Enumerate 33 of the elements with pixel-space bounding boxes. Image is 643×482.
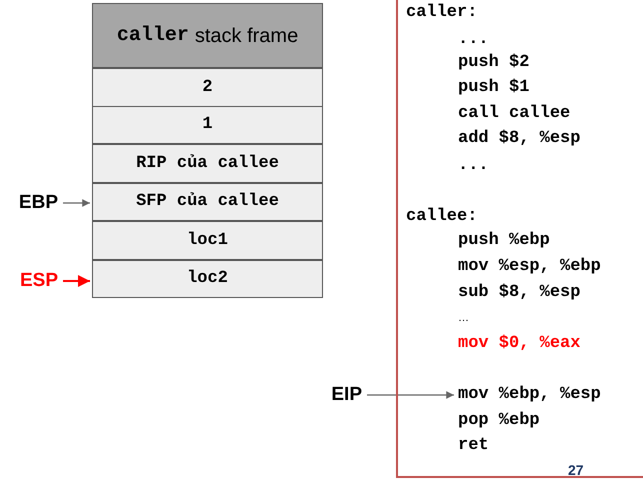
code-line: ret: [458, 434, 643, 458]
register-label: EIP: [322, 383, 362, 407]
code-label: callee:: [406, 205, 596, 229]
stack-slot: loc1: [92, 221, 323, 260]
arrow: [367, 391, 454, 399]
code-label: caller:: [406, 1, 596, 25]
stack-slot: 2: [92, 68, 323, 106]
stack-slot: SFP của callee: [92, 182, 323, 221]
stack-slot: RIP của callee: [92, 144, 323, 182]
stack-slot: loc2: [92, 260, 323, 298]
code-word: caller: [116, 22, 189, 48]
stack-frame-header: [92, 3, 323, 68]
code-line: mov %esp, %ebp: [458, 255, 643, 279]
code-line: sub $8, %esp: [458, 281, 643, 305]
code-line: push $2: [458, 51, 643, 75]
code-line: pop %ebp: [458, 409, 643, 433]
code-line: ...: [458, 28, 643, 52]
code-line: ...: [458, 154, 643, 178]
code-line: add $8, %esp: [458, 127, 643, 151]
code-panel: [396, 0, 643, 478]
header-text: stack frame: [194, 24, 298, 48]
code-line: mov %ebp, %esp: [458, 383, 643, 407]
register-label: EBP: [14, 191, 58, 215]
stack-slot: 1: [92, 106, 323, 144]
code-line: mov $0, %eax: [458, 332, 643, 356]
code-line: …: [458, 306, 643, 330]
arrow: [63, 275, 90, 287]
code-line: push %ebp: [458, 229, 643, 253]
arrow: [63, 199, 90, 207]
register-label: ESP: [12, 269, 58, 293]
code-line: push $1: [458, 76, 643, 100]
code-line: call callee: [458, 102, 643, 126]
page-number: 27: [568, 461, 584, 480]
